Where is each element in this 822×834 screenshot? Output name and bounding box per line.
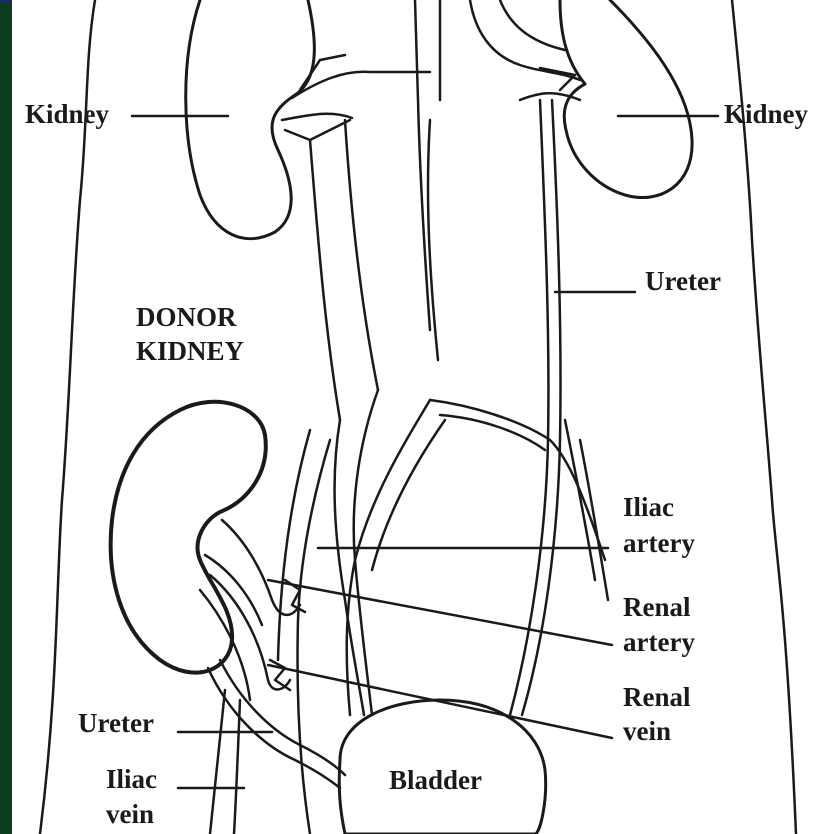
label-iliac-vein-line2: vein xyxy=(106,799,154,830)
label-renal-vein-line1: Renal xyxy=(623,682,691,713)
renal-vessel-left xyxy=(292,72,430,98)
iliac-right-1 xyxy=(430,400,605,560)
label-iliac-artery-line1: Iliac xyxy=(623,492,674,523)
label-bladder: Bladder xyxy=(389,765,482,796)
renal-vessel-left-2 xyxy=(282,114,352,120)
label-renal-vein-line2: vein xyxy=(623,716,671,747)
label-kidney-left: Kidney xyxy=(25,99,109,130)
donor-renal-artery-2 xyxy=(205,555,262,625)
label-donor-line1: DONOR xyxy=(136,302,237,333)
label-donor-line2: KIDNEY xyxy=(136,336,244,367)
diagram-canvas: Kidney Kidney Ureter DONOR KIDNEY Iliac … xyxy=(12,0,822,834)
donor-vessel-extra xyxy=(210,690,225,834)
label-ureter-bottom: Ureter xyxy=(78,708,154,739)
donor-kidney xyxy=(111,402,266,673)
iliac-left-3 xyxy=(347,400,430,715)
label-renal-artery-line2: artery xyxy=(623,627,695,658)
donor-vessel-extra-2 xyxy=(234,700,240,834)
renal-vessel-right-2 xyxy=(500,0,565,50)
label-ureter-top: Ureter xyxy=(645,266,721,297)
leader-renal-vein xyxy=(268,665,612,738)
ureter-right-inner xyxy=(522,100,561,715)
leader-renal-artery xyxy=(268,580,612,645)
vena-cava-center-2 xyxy=(310,140,340,420)
renal-vessel-left-4 xyxy=(285,120,350,140)
label-kidney-right: Kidney xyxy=(724,99,808,130)
vena-cava-center xyxy=(345,120,378,390)
iliac-left-5 xyxy=(298,440,331,834)
label-iliac-artery-line2: artery xyxy=(623,528,695,559)
label-renal-artery-line1: Renal xyxy=(623,592,691,623)
native-kidney-left xyxy=(186,0,315,239)
label-iliac-vein-line1: Iliac xyxy=(106,764,157,795)
iliac-right-2 xyxy=(440,415,545,450)
